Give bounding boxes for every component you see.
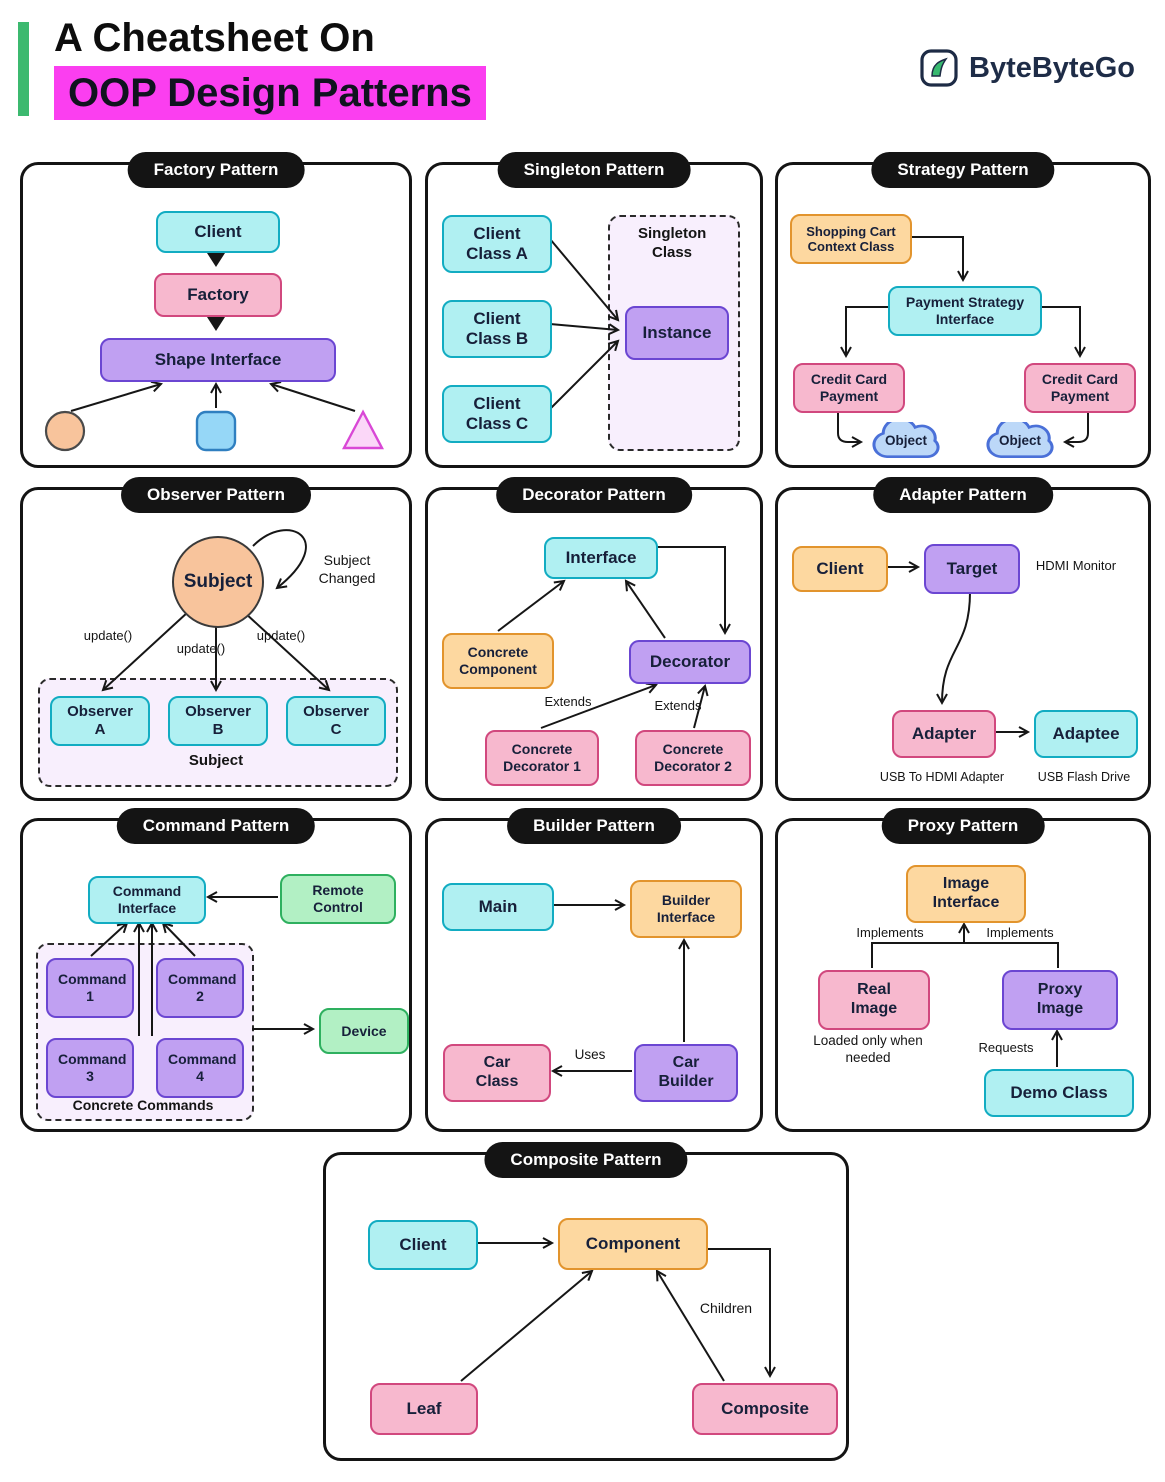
node-component: Component — [558, 1218, 708, 1270]
node-client: Client — [792, 546, 888, 592]
node-observer-c: Observer C — [286, 696, 386, 746]
cloud-icon — [986, 422, 1054, 459]
node-credit-card-payment-right: Credit Card Payment — [1024, 363, 1136, 413]
uses-label: Uses — [574, 1047, 606, 1062]
title-line2: OOP Design Patterns — [54, 66, 486, 120]
node-device: Device — [319, 1008, 409, 1054]
node-instance: Instance — [625, 306, 729, 360]
update-label-1: update() — [83, 628, 133, 643]
node-car-class: Car Class — [443, 1044, 551, 1102]
node-client: Client — [368, 1220, 478, 1270]
subject-container-label: Subject — [188, 752, 244, 769]
panel-title: Composite Pattern — [484, 1142, 688, 1178]
node-observer-b: Observer B — [168, 696, 268, 746]
node-payment-strategy-interface: Payment Strategy Interface — [888, 286, 1042, 336]
solid-arrow-down-icon — [207, 253, 225, 267]
brand-name: ByteByteGo — [969, 51, 1135, 84]
singleton-class-label: Singleton Class — [638, 225, 707, 261]
node-remote-control: Remote Control — [280, 874, 396, 924]
node-concrete-decorator-2: Concrete Decorator 2 — [635, 730, 751, 786]
node-interface: Interface — [544, 537, 658, 579]
update-label-3: update() — [256, 628, 306, 643]
node-proxy-image: Proxy Image — [1002, 970, 1118, 1030]
node-factory: Factory — [154, 273, 282, 317]
cloud-icon — [872, 422, 940, 459]
node-shopping-cart-context: Shopping Cart Context Class — [790, 214, 912, 264]
node-composite: Composite — [692, 1383, 838, 1435]
loaded-label: Loaded only when needed — [813, 1033, 923, 1065]
node-client-class-a: Client Class A — [442, 215, 552, 273]
panel-title: Singleton Pattern — [497, 152, 691, 188]
connector-arrows — [70, 380, 356, 412]
node-decorator: Decorator — [629, 640, 751, 684]
node-adaptee: Adaptee — [1034, 710, 1138, 758]
node-client-class-b: Client Class B — [442, 300, 552, 358]
solid-arrow-down-icon — [207, 317, 225, 331]
node-command-2: Command 2 — [156, 958, 244, 1018]
title-line1: A Cheatsheet On — [54, 16, 375, 60]
node-concrete-component: Concrete Component — [442, 633, 554, 689]
extends-label-1: Extends — [544, 694, 592, 709]
object-cloud-right: Object — [982, 422, 1058, 462]
node-target: Target — [924, 544, 1020, 594]
panel-title: Strategy Pattern — [871, 152, 1055, 188]
node-command-1: Command 1 — [46, 958, 134, 1018]
node-command-4: Command 4 — [156, 1038, 244, 1098]
node-shape-interface: Shape Interface — [100, 338, 336, 382]
panel-title: Factory Pattern — [127, 152, 305, 188]
observer-pattern-panel: Observer Pattern Subject Subject Changed… — [20, 477, 412, 801]
implements-label-left: Implements — [856, 925, 924, 940]
decorator-pattern-panel: Decorator Pattern Interface Concrete Com… — [425, 477, 763, 801]
node-real-image: Real Image — [818, 970, 930, 1030]
requests-label: Requests — [978, 1040, 1034, 1055]
adapter-pattern-panel: Adapter Pattern Client Target HDMI Monit… — [775, 477, 1151, 801]
node-car-builder: Car Builder — [634, 1044, 738, 1102]
children-label: Children — [699, 1300, 753, 1316]
node-client: Client — [156, 211, 280, 253]
strategy-pattern-panel: Strategy Pattern Shopping Cart Context C… — [775, 152, 1151, 468]
subject-changed-label: Subject Changed — [318, 552, 376, 586]
brand: ByteByteGo — [919, 48, 1135, 88]
extends-label-2: Extends — [654, 698, 702, 713]
command-pattern-panel: Command Pattern Command Interface Remote… — [20, 808, 412, 1132]
page-title: A Cheatsheet On OOP Design Patterns — [54, 14, 486, 120]
node-builder-interface: Builder Interface — [630, 880, 742, 938]
usb-drive-label: USB Flash Drive — [1037, 770, 1131, 784]
node-command-interface: Command Interface — [88, 876, 206, 924]
singleton-pattern-panel: Singleton Pattern Singleton Class Client… — [425, 152, 763, 468]
implements-label-right: Implements — [986, 925, 1054, 940]
usb-adapter-label: USB To HDMI Adapter — [879, 770, 1005, 784]
node-image-interface: Image Interface — [906, 865, 1026, 923]
node-observer-a: Observer A — [50, 696, 150, 746]
panel-title: Decorator Pattern — [496, 477, 692, 513]
object-cloud-left: Object — [868, 422, 944, 462]
node-main: Main — [442, 883, 554, 931]
node-concrete-decorator-1: Concrete Decorator 1 — [485, 730, 599, 786]
node-demo-class: Demo Class — [984, 1069, 1134, 1117]
panel-title: Adapter Pattern — [873, 477, 1053, 513]
builder-pattern-panel: Builder Pattern Main Builder Interface C… — [425, 808, 763, 1132]
panel-title: Builder Pattern — [507, 808, 681, 844]
triangle-shape — [342, 409, 384, 450]
node-adapter: Adapter — [892, 710, 996, 758]
panel-title: Command Pattern — [116, 808, 316, 844]
accent-bar — [18, 22, 29, 116]
panel-title: Proxy Pattern — [881, 808, 1045, 844]
node-subject: Subject — [172, 536, 264, 628]
bytebytego-logo-icon — [920, 49, 958, 87]
concrete-commands-label: Concrete Commands — [72, 1097, 214, 1113]
panel-title: Observer Pattern — [121, 477, 311, 513]
node-leaf: Leaf — [370, 1383, 478, 1435]
node-credit-card-payment-left: Credit Card Payment — [793, 363, 905, 413]
update-label-2: update() — [176, 641, 226, 656]
square-shape — [195, 410, 237, 452]
node-client-class-c: Client Class C — [442, 385, 552, 443]
composite-pattern-panel: Composite Pattern Client Component Child… — [323, 1142, 849, 1461]
circle-shape — [44, 410, 86, 452]
node-command-3: Command 3 — [46, 1038, 134, 1098]
proxy-pattern-panel: Proxy Pattern Image Interface Implements… — [775, 808, 1151, 1132]
factory-pattern-panel: Factory Pattern Client Factory Shape Int… — [20, 152, 412, 468]
hdmi-monitor-label: HDMI Monitor — [1035, 558, 1117, 573]
